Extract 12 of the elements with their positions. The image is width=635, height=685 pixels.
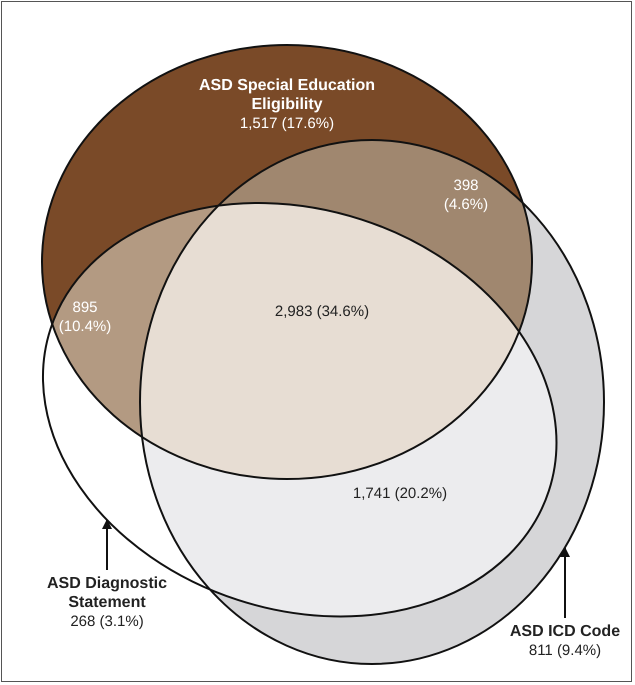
arrow — [102, 519, 112, 570]
set-title: ASD ICD Code — [508, 622, 622, 641]
region-count: 398 (4.6%) — [442, 176, 490, 214]
set-title: ASD Special Education Eligibility — [198, 76, 376, 114]
set-title: ASD Diagnostic Statement — [46, 574, 168, 612]
arrow — [560, 547, 570, 618]
region-count: 1,741 (20.2%) — [352, 484, 448, 503]
region-count: 2,983 (34.6%) — [274, 302, 370, 321]
set-count: 811 (9.4%) — [528, 641, 602, 660]
region-count: 895 (10.4%) — [58, 298, 112, 336]
set-count: 268 (3.1%) — [69, 612, 145, 631]
set-count: 1,517 (17.6%) — [238, 114, 336, 133]
